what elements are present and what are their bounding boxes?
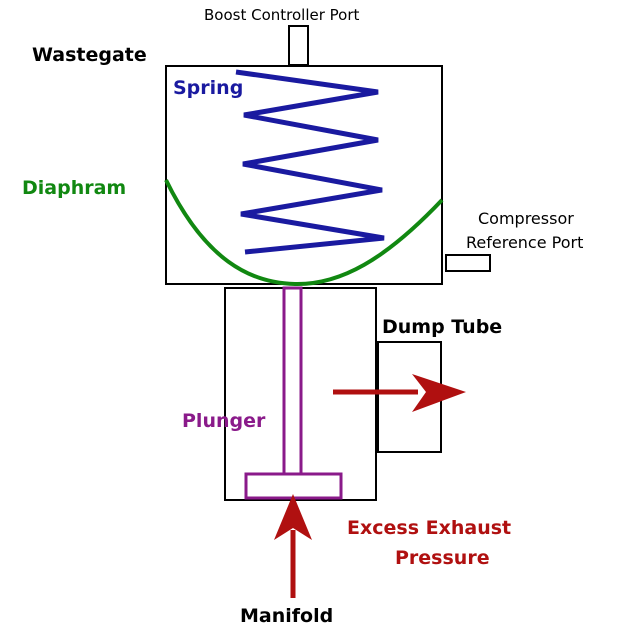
plunger-label: Plunger [182, 410, 266, 432]
diaphram-label: Diaphram [22, 177, 126, 199]
diaphram-curve [164, 179, 444, 287]
plunger-stem [282, 286, 303, 476]
compressor-reference-port [445, 254, 491, 272]
dump-tube-label: Dump Tube [382, 316, 502, 338]
compressor-label-line2: Reference Port [466, 233, 583, 252]
spring-coil [235, 69, 385, 255]
plunger-head [244, 472, 343, 500]
boost-controller-port-label: Boost Controller Port [204, 6, 360, 24]
manifold-arrow-head [274, 494, 312, 540]
excess-exhaust-label-line1: Excess Exhaust [347, 517, 511, 539]
exhaust-arrow-head [412, 374, 466, 412]
manifold-label: Manifold [240, 605, 333, 627]
excess-exhaust-label-line2: Pressure [395, 547, 490, 569]
compressor-label-line1: Compressor [478, 209, 574, 228]
boost-controller-port [288, 25, 309, 66]
spring-label: Spring [173, 77, 243, 99]
wastegate-label: Wastegate [32, 44, 147, 66]
